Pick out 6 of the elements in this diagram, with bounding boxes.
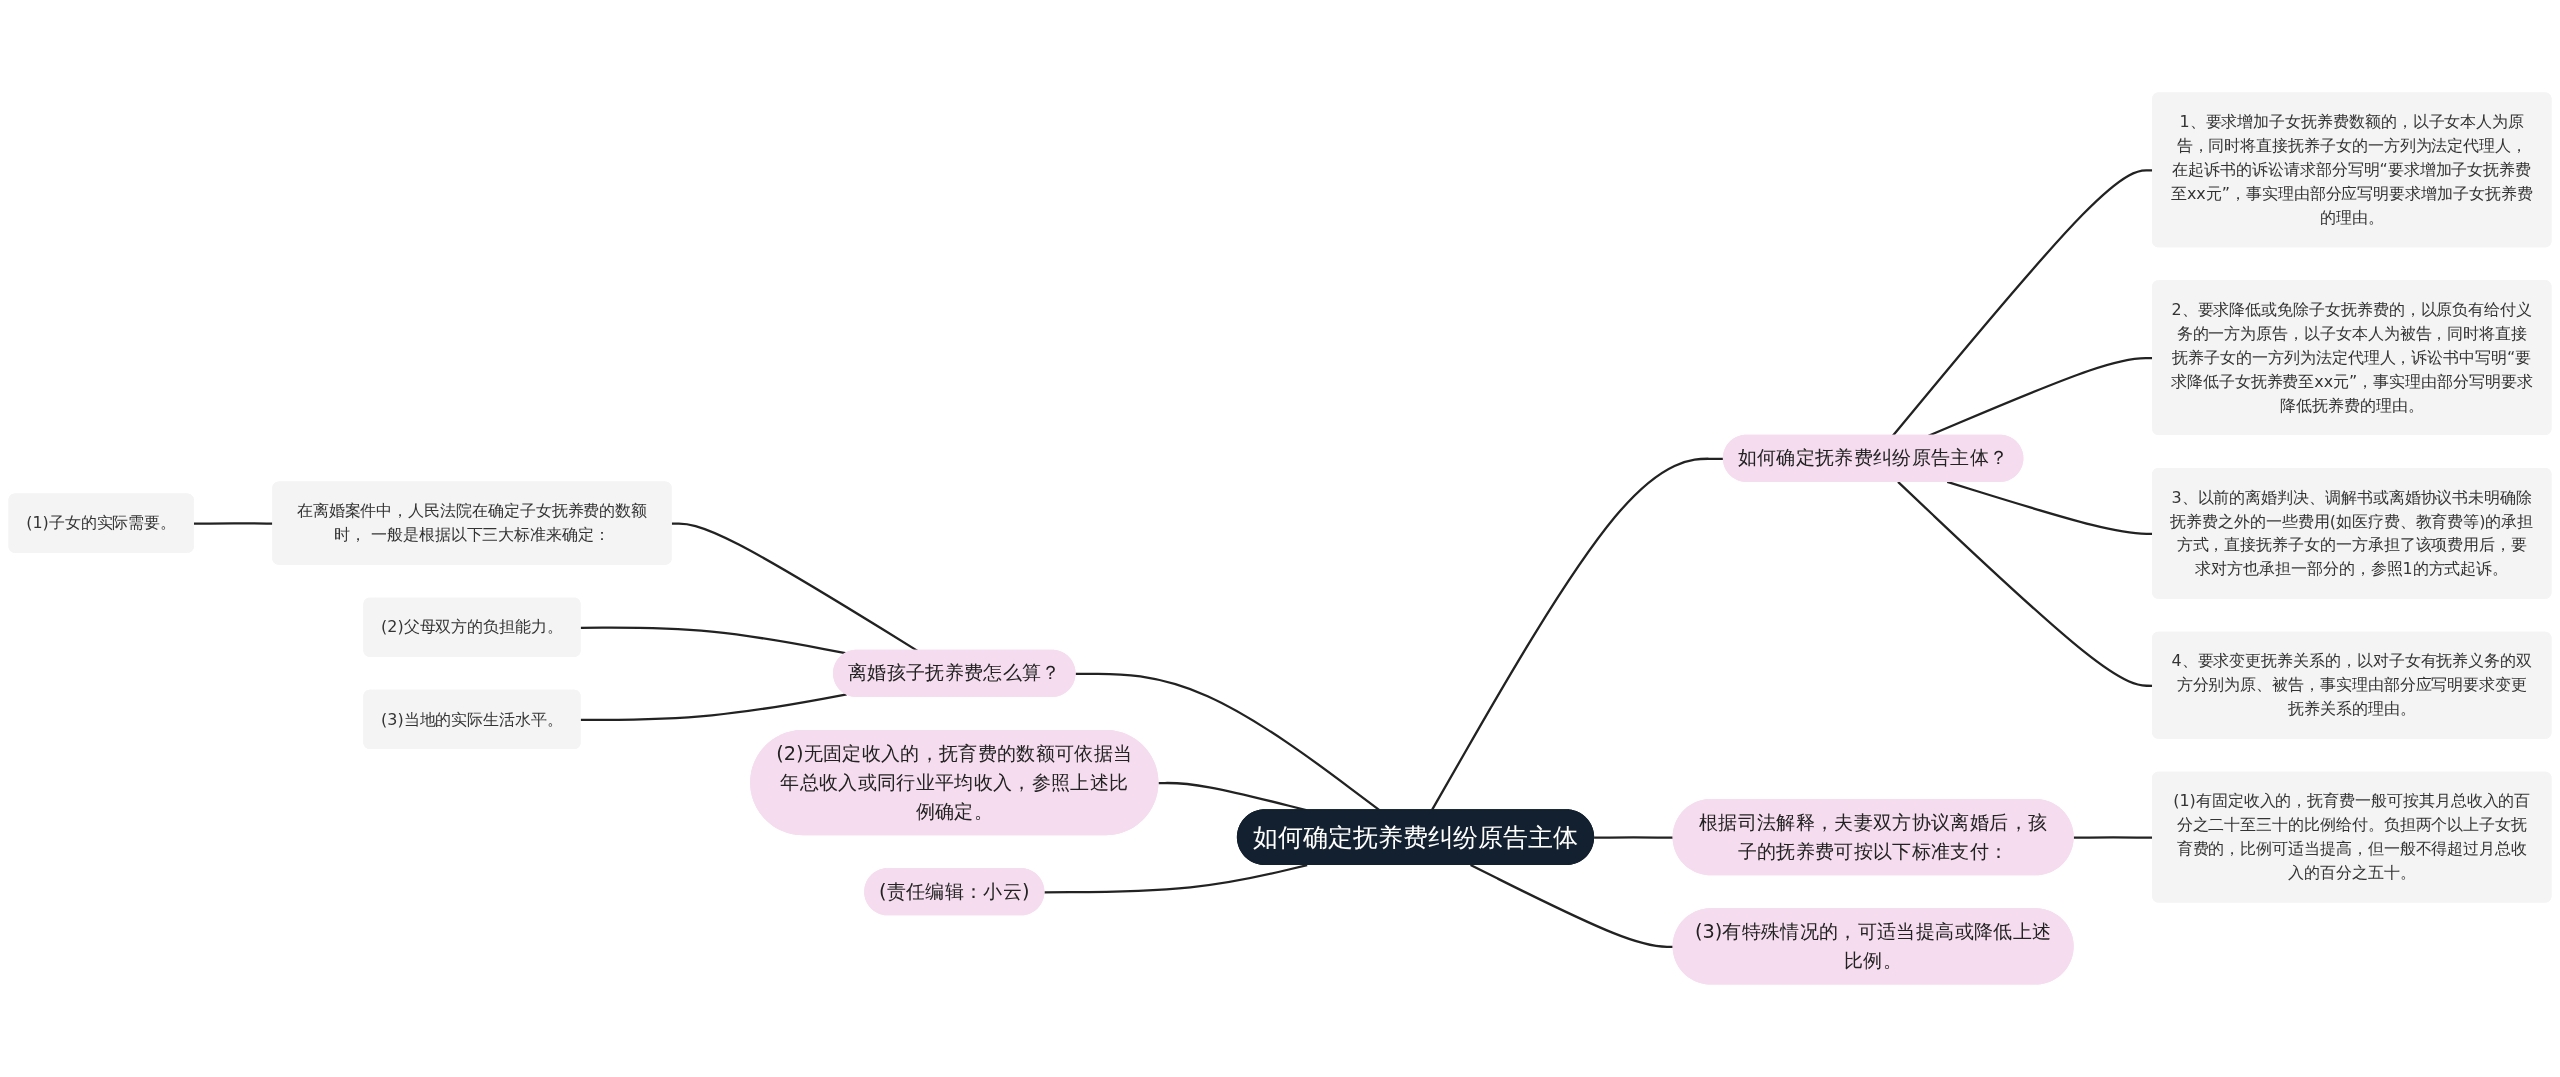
connector bbox=[1594, 836, 1674, 839]
connector bbox=[580, 693, 847, 722]
connector bbox=[671, 522, 919, 652]
connector bbox=[580, 626, 847, 655]
connector bbox=[1470, 864, 1674, 949]
connector bbox=[1044, 863, 1308, 894]
